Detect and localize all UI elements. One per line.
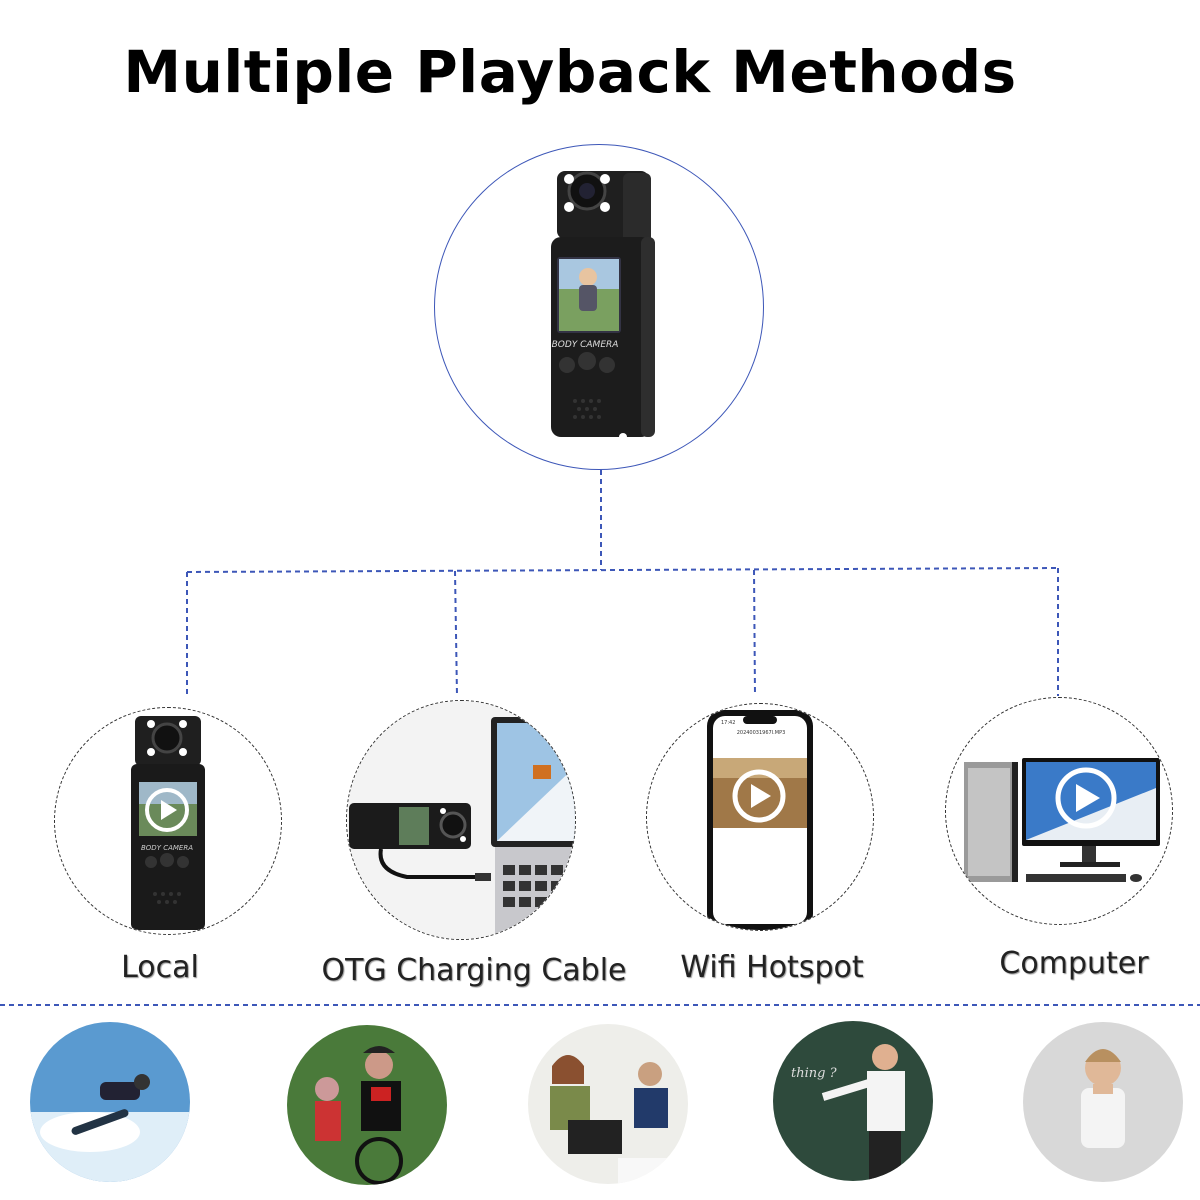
scene-running bbox=[1023, 1022, 1183, 1182]
scene-cycling bbox=[287, 1025, 447, 1185]
method-label-computer: Computer bbox=[999, 946, 1149, 981]
phone-time: 17:42 bbox=[721, 720, 735, 726]
body-camera-play-icon: BODY CAMERA bbox=[131, 716, 205, 930]
method-label-otg: OTG Charging Cable bbox=[321, 953, 627, 988]
scene-snowboarding bbox=[30, 1022, 190, 1182]
scene-teaching: thing ? bbox=[773, 1021, 933, 1181]
main-device-circle: BODY CAMERA bbox=[434, 144, 764, 470]
desktop-computer-play-icon bbox=[964, 758, 1160, 882]
running-photo bbox=[1023, 1022, 1183, 1182]
method-local-circle[interactable]: BODY CAMERA bbox=[54, 707, 282, 935]
scene-office bbox=[528, 1024, 688, 1184]
snowboarding-photo bbox=[30, 1022, 190, 1182]
method-wifi-circle[interactable]: 17:42 20240031967I.MP3 bbox=[646, 703, 874, 931]
page-title: Multiple Playback Methods bbox=[123, 38, 1017, 106]
method-computer-circle[interactable] bbox=[945, 697, 1173, 925]
blackboard-text: thing ? bbox=[791, 1066, 838, 1081]
smartphone-play-icon: 17:42 20240031967I.MP3 bbox=[707, 710, 813, 930]
device-label: BODY CAMERA bbox=[552, 340, 619, 350]
phone-filename: 20240031967I.MP3 bbox=[737, 730, 786, 736]
body-camera-icon: BODY CAMERA bbox=[551, 171, 655, 441]
method-label-local: Local bbox=[121, 950, 199, 985]
device-label: BODY CAMERA bbox=[141, 844, 193, 852]
office-photo bbox=[528, 1024, 688, 1184]
teaching-photo: thing ? bbox=[773, 1021, 933, 1181]
cycling-photo bbox=[287, 1025, 447, 1185]
method-label-wifi: Wifi Hotspot bbox=[680, 950, 864, 985]
laptop-cable-icon bbox=[347, 701, 575, 939]
method-otg-circle[interactable] bbox=[346, 700, 576, 940]
